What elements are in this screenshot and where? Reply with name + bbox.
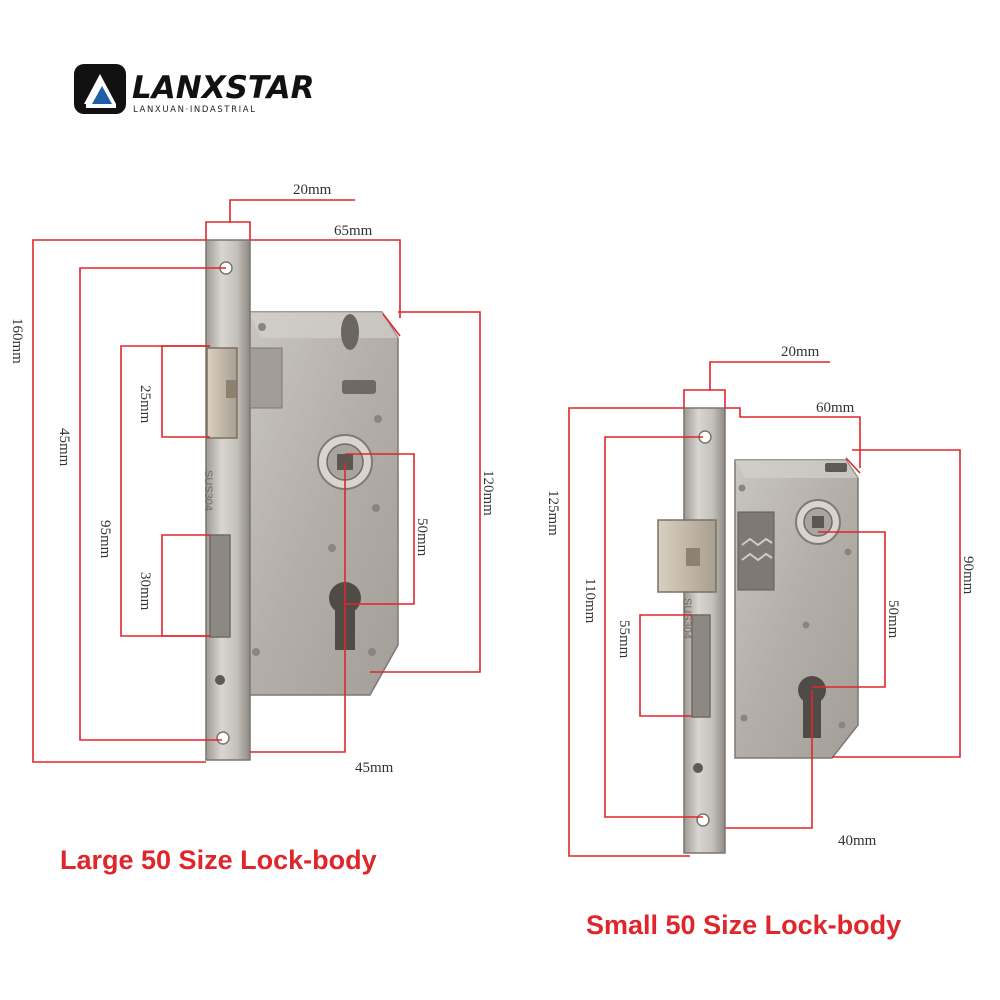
small-dimension-labels: 20mm 60mm 125mm 110mm 55mm 90mm 50mm 40m… [545,344,976,849]
small-dimension-lines [568,361,961,857]
brand-logo: LANXSTAR LANXUAN·INDASTRIAL [74,64,315,115]
large-faceplate [205,239,251,761]
small-spindle-hub [795,499,841,545]
brand-tagline: LANXUAN·INDASTRIAL [133,105,256,115]
large-dim-case-height: 120mm [480,470,496,516]
large-dim-bolt-height: 30mm [137,572,153,611]
large-dim-spindle-to-cylinder: 50mm [414,518,430,557]
lanxstar-logo-icon [74,64,126,114]
large-dim-faceplate-width: 20mm [293,182,332,198]
large-lock-caption: Large 50 Size Lock-body [60,845,377,875]
large-dimension-labels: 20mm 65mm 160mm 45mm 95mm 25mm 30mm 120m… [9,182,496,776]
large-dim-latch-height: 25mm [137,385,153,424]
small-dim-case-height: 90mm [960,556,976,595]
large-dim-backset: 45mm [355,760,394,776]
small-dim-backset: 40mm [838,833,877,849]
small-stamp: SUS304 [681,598,693,639]
large-dim-screw-spacing: 45mm [56,428,72,467]
large-dimension-lines [32,199,481,763]
small-dim-total-height: 125mm [545,490,561,536]
small-deadbolt [691,614,711,718]
small-lock-caption: Small 50 Size Lock-body [586,910,902,940]
large-stamp: SUS304 [202,470,214,511]
small-dim-bolt-height: 55mm [616,620,632,659]
large-deadbolt [209,534,231,638]
large-dim-latch-to-bolt: 95mm [97,520,113,559]
small-lock-case [734,459,859,759]
small-lock-body: SUS304 [657,407,859,854]
small-dim-faceplate-width: 20mm [781,344,820,360]
small-dim-screw-spacing: 110mm [582,578,598,624]
small-dim-spindle-to-cylinder: 50mm [885,600,901,639]
small-dim-case-depth: 60mm [816,400,855,416]
large-lock-body: SUS304 [202,239,399,761]
large-dim-total-height: 160mm [9,318,25,364]
brand-name: LANXSTAR [132,70,315,106]
large-dim-case-depth: 65mm [334,223,373,239]
